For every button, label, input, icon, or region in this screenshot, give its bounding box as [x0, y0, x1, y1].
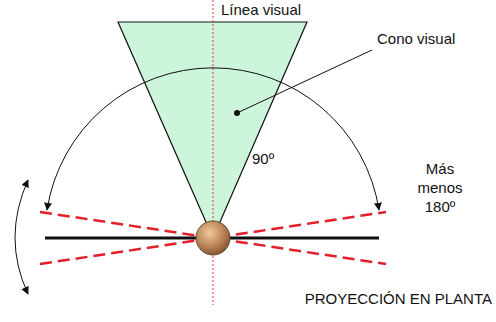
view-caption: PROYECCIÓN EN PLANTA: [305, 290, 492, 309]
leader-dot: [234, 110, 240, 116]
sight-line-label: Línea visual: [221, 1, 301, 20]
head-symbol: [196, 221, 230, 255]
leader-line: [237, 50, 372, 113]
cone-label: Cono visual: [377, 30, 455, 49]
range-arc: [47, 68, 379, 210]
deviation-line: [40, 212, 386, 264]
sight-line: [213, 0, 214, 305]
rotation-arrow: [15, 180, 28, 294]
angle-label: 90º: [252, 150, 274, 169]
deviation-line: [40, 212, 386, 264]
range-label: Más menos 180º: [410, 160, 470, 216]
